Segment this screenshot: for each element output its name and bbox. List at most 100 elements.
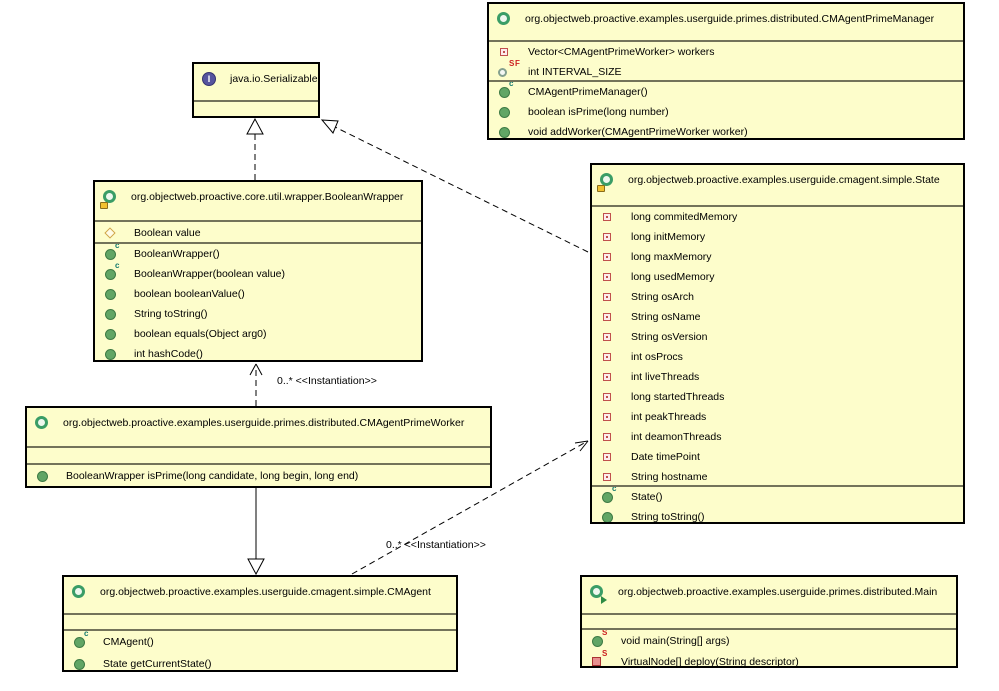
methods-section: c CMAgent() State getCurrentState() xyxy=(64,629,456,670)
methods-section: c CMAgentPrimeManager() boolean isPrime(… xyxy=(489,80,963,138)
members-section-empty xyxy=(194,100,318,116)
realization-edge-booleanwrapper-serializable xyxy=(246,117,264,180)
class-node-serializable[interactable]: java.io.Serializable xyxy=(192,62,320,118)
class-node-state[interactable]: org.objectweb.proactive.examples.usergui… xyxy=(590,163,965,524)
field-row: String osVersion xyxy=(592,327,963,347)
lock-badge-icon xyxy=(100,202,108,209)
public-constructor-icon: c xyxy=(497,82,519,100)
run-badge-icon xyxy=(601,596,607,604)
class-header: org.objectweb.proactive.examples.usergui… xyxy=(592,165,963,205)
methods-section: c State() String toString() xyxy=(592,485,963,522)
public-method-icon xyxy=(497,104,519,120)
field-row: S F int INTERVAL_SIZE xyxy=(489,60,963,80)
private-field-icon xyxy=(600,309,622,325)
private-field-icon xyxy=(600,409,622,425)
class-icon xyxy=(597,172,618,192)
fields-section: long commitedMemory long initMemory long… xyxy=(592,205,963,485)
private-field-icon xyxy=(600,269,622,285)
method-row: boolean equals(Object arg0) xyxy=(95,324,421,344)
public-method-icon xyxy=(103,326,125,342)
class-header: org.objectweb.proactive.examples.usergui… xyxy=(27,408,490,446)
generalization-edge-worker-cmagent xyxy=(247,488,265,576)
field-row: Date timePoint xyxy=(592,447,963,467)
public-constructor-icon: c xyxy=(103,262,125,282)
method-row: void addWorker(CMAgentPrimeWorker worker… xyxy=(489,122,963,138)
private-field-icon xyxy=(600,469,622,485)
method-row: boolean booleanValue() xyxy=(95,284,421,304)
field-row: int liveThreads xyxy=(592,367,963,387)
class-header: org.objectweb.proactive.examples.usergui… xyxy=(582,577,956,613)
private-field-icon xyxy=(497,44,519,60)
method-row: boolean isPrime(long number) xyxy=(489,102,963,122)
method-row: c BooleanWrapper() xyxy=(95,244,421,264)
method-row: State getCurrentState() xyxy=(64,653,456,670)
methods-section: BooleanWrapper isPrime(long candidate, l… xyxy=(27,463,490,486)
private-field-icon xyxy=(600,249,622,265)
method-row: int hashCode() xyxy=(95,344,421,360)
private-field-icon xyxy=(600,369,622,385)
realization-edge-state-serializable xyxy=(320,119,589,253)
methods-section: S void main(String[] args) S VirtualNode… xyxy=(582,628,956,666)
private-field-icon xyxy=(600,389,622,405)
interface-icon xyxy=(200,71,220,89)
private-field-icon xyxy=(600,349,622,365)
public-constructor-icon: c xyxy=(600,487,622,505)
public-static-method-icon: S xyxy=(590,630,612,649)
class-name: org.objectweb.proactive.examples.usergui… xyxy=(618,586,938,598)
class-name: org.objectweb.proactive.examples.usergui… xyxy=(525,13,935,25)
method-row: S VirtualNode[] deploy(String descriptor… xyxy=(582,649,956,667)
private-field-icon xyxy=(600,449,622,465)
field-row: Vector<CMAgentPrimeWorker> workers xyxy=(489,42,963,62)
fields-section: Boolean value xyxy=(95,220,421,242)
field-row: String osArch xyxy=(592,287,963,307)
fields-section: Vector<CMAgentPrimeWorker> workers S F i… xyxy=(489,40,963,80)
public-constructor-icon: c xyxy=(72,631,94,650)
method-row: c State() xyxy=(592,487,963,507)
dependency-edge-cmagent-state xyxy=(351,440,589,575)
method-row: c BooleanWrapper(boolean value) xyxy=(95,262,421,284)
public-method-icon xyxy=(497,124,519,138)
class-node-main[interactable]: org.objectweb.proactive.examples.usergui… xyxy=(580,575,958,668)
class-name: org.objectweb.proactive.examples.usergui… xyxy=(628,174,940,186)
class-header: org.objectweb.proactive.core.util.wrappe… xyxy=(95,182,421,220)
field-row: long usedMemory xyxy=(592,267,963,287)
field-row: int osProcs xyxy=(592,347,963,367)
public-constructor-icon: c xyxy=(103,244,125,262)
class-node-cmagentprimeworker[interactable]: org.objectweb.proactive.examples.usergui… xyxy=(25,406,492,488)
public-method-icon xyxy=(72,656,94,670)
class-header: java.io.Serializable xyxy=(194,64,318,100)
private-field-icon xyxy=(600,289,622,305)
static-final-field-icon: S F xyxy=(497,60,520,80)
private-field-icon xyxy=(600,209,622,225)
field-row: String osName xyxy=(592,307,963,327)
field-row: int deamonThreads xyxy=(592,427,963,447)
class-name: org.objectweb.proactive.examples.usergui… xyxy=(100,586,431,598)
method-row: c CMAgentPrimeManager() xyxy=(489,82,963,102)
method-row: S void main(String[] args) xyxy=(582,630,956,651)
class-node-cmagentprimemanager[interactable]: org.objectweb.proactive.examples.usergui… xyxy=(487,2,965,140)
default-field-icon xyxy=(103,225,125,241)
field-row: long initMemory xyxy=(592,227,963,247)
field-row: long startedThreads xyxy=(592,387,963,407)
field-row: long commitedMemory xyxy=(592,207,963,227)
public-method-icon xyxy=(600,509,622,522)
method-row: c CMAgent() xyxy=(64,631,456,653)
public-method-icon xyxy=(103,286,125,302)
class-name: org.objectweb.proactive.examples.usergui… xyxy=(63,417,465,429)
class-node-cmagent[interactable]: org.objectweb.proactive.examples.usergui… xyxy=(62,575,458,672)
class-icon xyxy=(495,11,515,29)
class-name: java.io.Serializable xyxy=(230,73,318,85)
class-node-booleanwrapper[interactable]: org.objectweb.proactive.core.util.wrappe… xyxy=(93,180,423,362)
class-name: org.objectweb.proactive.core.util.wrappe… xyxy=(131,191,404,203)
fields-section-empty xyxy=(64,613,456,629)
private-static-method-icon: S xyxy=(590,649,612,667)
class-icon xyxy=(70,584,90,602)
class-header: org.objectweb.proactive.examples.usergui… xyxy=(64,577,456,613)
method-row: String toString() xyxy=(95,304,421,324)
fields-section-empty xyxy=(582,613,956,628)
instantiation-label-worker-booleanwrapper: 0..* <<Instantiation>> xyxy=(277,375,377,387)
instantiation-label-cmagent-state: 0..* <<Instantiation>> xyxy=(386,539,486,551)
methods-section: c BooleanWrapper() c BooleanWrapper(bool… xyxy=(95,242,421,360)
field-row: int peakThreads xyxy=(592,407,963,427)
